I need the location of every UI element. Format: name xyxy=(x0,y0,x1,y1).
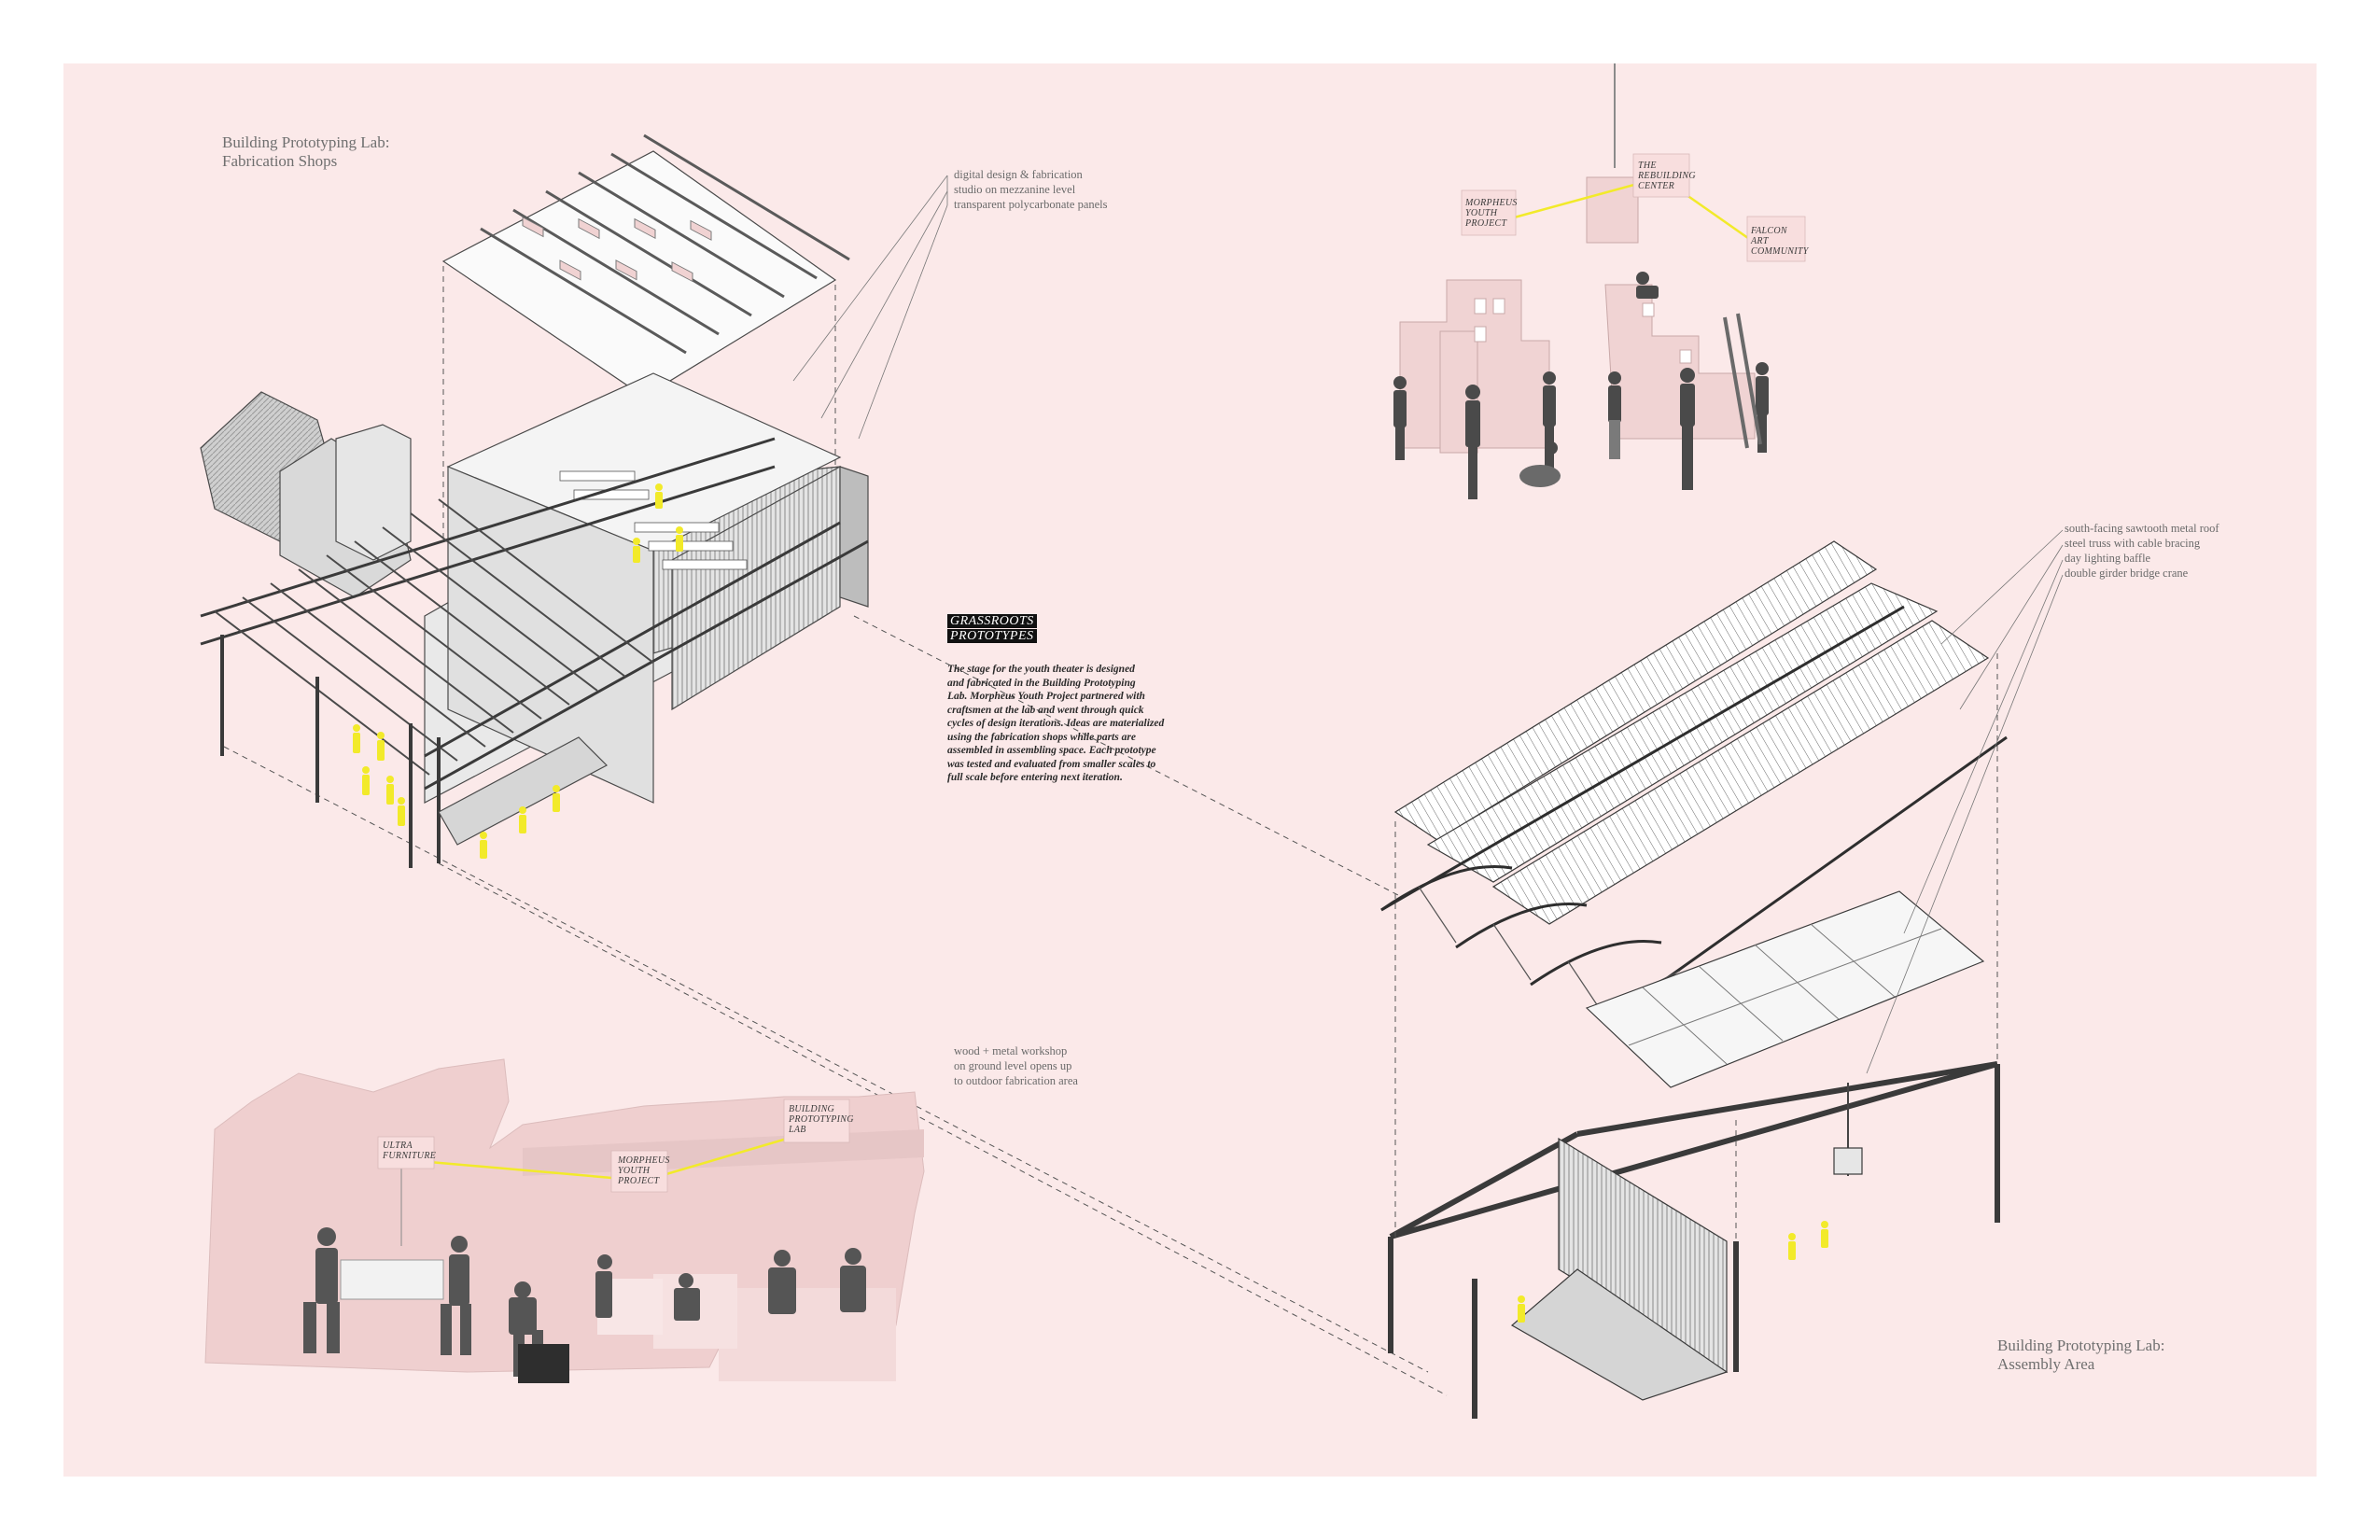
partner-label-falcon: FALCON ART COMMUNITY xyxy=(1751,226,1809,257)
narrative-line: cycles of design iterations. Ideas are m… xyxy=(947,718,1165,729)
label-line: ART xyxy=(1751,236,1769,246)
partner-label-ultra-furniture: ULTRA FURNITURE xyxy=(383,1141,436,1161)
label-line: THE xyxy=(1638,161,1657,171)
narrative-line: Lab. Morpheus Youth Project partnered wi… xyxy=(947,691,1145,702)
narrative-line: and fabricated in the Building Prototypi… xyxy=(947,677,1136,689)
callouts-fabrication-roof: digital design & fabrication studio on m… xyxy=(954,167,1108,212)
label-line: FURNITURE xyxy=(383,1151,437,1161)
callout-line: double girder bridge crane xyxy=(2065,567,2189,580)
title-line: Building Prototyping Lab: xyxy=(1997,1337,2165,1354)
narrative-line: craftsmen at the lab and went through qu… xyxy=(947,704,1144,716)
narrative-line: assembled in assembling space. Each prot… xyxy=(947,745,1156,756)
label-line: PROTOTYPING xyxy=(789,1114,854,1125)
grassroots-heading: GRASSROOTS PROTOTYPES xyxy=(947,614,1037,644)
callout-line: studio on mezzanine level xyxy=(954,183,1076,196)
callout-line: south-facing sawtooth metal roof xyxy=(2065,522,2219,535)
narrative-line: was tested and evaluated from smaller sc… xyxy=(947,758,1156,770)
label-line: CENTER xyxy=(1638,181,1675,191)
stage-prototype-collage xyxy=(1393,63,1806,499)
label-line: LAB xyxy=(789,1125,806,1135)
callout-line: day lighting baffle xyxy=(2065,552,2151,565)
narrative-line: using the fabrication shops while parts … xyxy=(947,731,1136,743)
callouts-assembly-roof: south-facing sawtooth metal roof steel t… xyxy=(2065,521,2219,581)
fabrication-shops-axon xyxy=(200,133,1448,1396)
label-line: BUILDING xyxy=(789,1104,835,1114)
label-line: MORPHEUS xyxy=(1465,198,1518,208)
label-line: PROJECT xyxy=(618,1176,660,1186)
callout-line: wood + metal workshop xyxy=(954,1044,1068,1057)
grassroots-narrative: The stage for the youth theater is desig… xyxy=(947,663,1164,785)
narrative-line: The stage for the youth theater is desig… xyxy=(947,664,1135,675)
partner-label-morpheus-bottom: MORPHEUS YOUTH PROJECT xyxy=(618,1155,670,1186)
label-line: ULTRA xyxy=(383,1141,413,1151)
callout-line: on ground level opens up xyxy=(954,1059,1072,1072)
title-line: Building Prototyping Lab: xyxy=(222,133,390,151)
label-line: COMMUNITY xyxy=(1751,246,1809,257)
heading-line: PROTOTYPES xyxy=(947,629,1037,643)
label-line: YOUTH xyxy=(1465,208,1498,218)
workshop-collage xyxy=(204,1058,925,1383)
partner-label-rebuilding-center: THE REBUILDING CENTER xyxy=(1638,161,1696,191)
label-line: PROJECT xyxy=(1465,218,1507,229)
label-line: MORPHEUS xyxy=(618,1155,670,1166)
title-line: Assembly Area xyxy=(1997,1355,2095,1373)
label-line: YOUTH xyxy=(618,1166,651,1176)
title-fabrication-shops: Building Prototyping Lab: Fabrication Sh… xyxy=(222,133,389,171)
partner-label-building-prototyping-lab: BUILDING PROTOTYPING LAB xyxy=(789,1104,854,1135)
callout-line: steel truss with cable bracing xyxy=(2065,537,2201,550)
title-assembly-area: Building Prototyping Lab: Assembly Area xyxy=(1997,1337,2164,1374)
narrative-line: full scale before entering next iteratio… xyxy=(947,772,1123,783)
occupant-figures-assembly xyxy=(1518,1221,1828,1323)
heading-line: GRASSROOTS xyxy=(947,614,1037,628)
partner-label-morpheus-top: MORPHEUS YOUTH PROJECT xyxy=(1465,198,1518,229)
title-line: Fabrication Shops xyxy=(222,152,338,170)
label-line: FALCON xyxy=(1751,226,1787,236)
callout-line: digital design & fabrication xyxy=(954,168,1083,181)
label-line: REBUILDING xyxy=(1638,171,1696,181)
assembly-area-axon xyxy=(1380,529,2064,1419)
occupant-figures-fabrication xyxy=(353,483,683,859)
callouts-workshop: wood + metal workshop on ground level op… xyxy=(954,1043,1078,1088)
callout-line: to outdoor fabrication area xyxy=(954,1074,1078,1087)
callout-line: transparent polycarbonate panels xyxy=(954,198,1108,211)
